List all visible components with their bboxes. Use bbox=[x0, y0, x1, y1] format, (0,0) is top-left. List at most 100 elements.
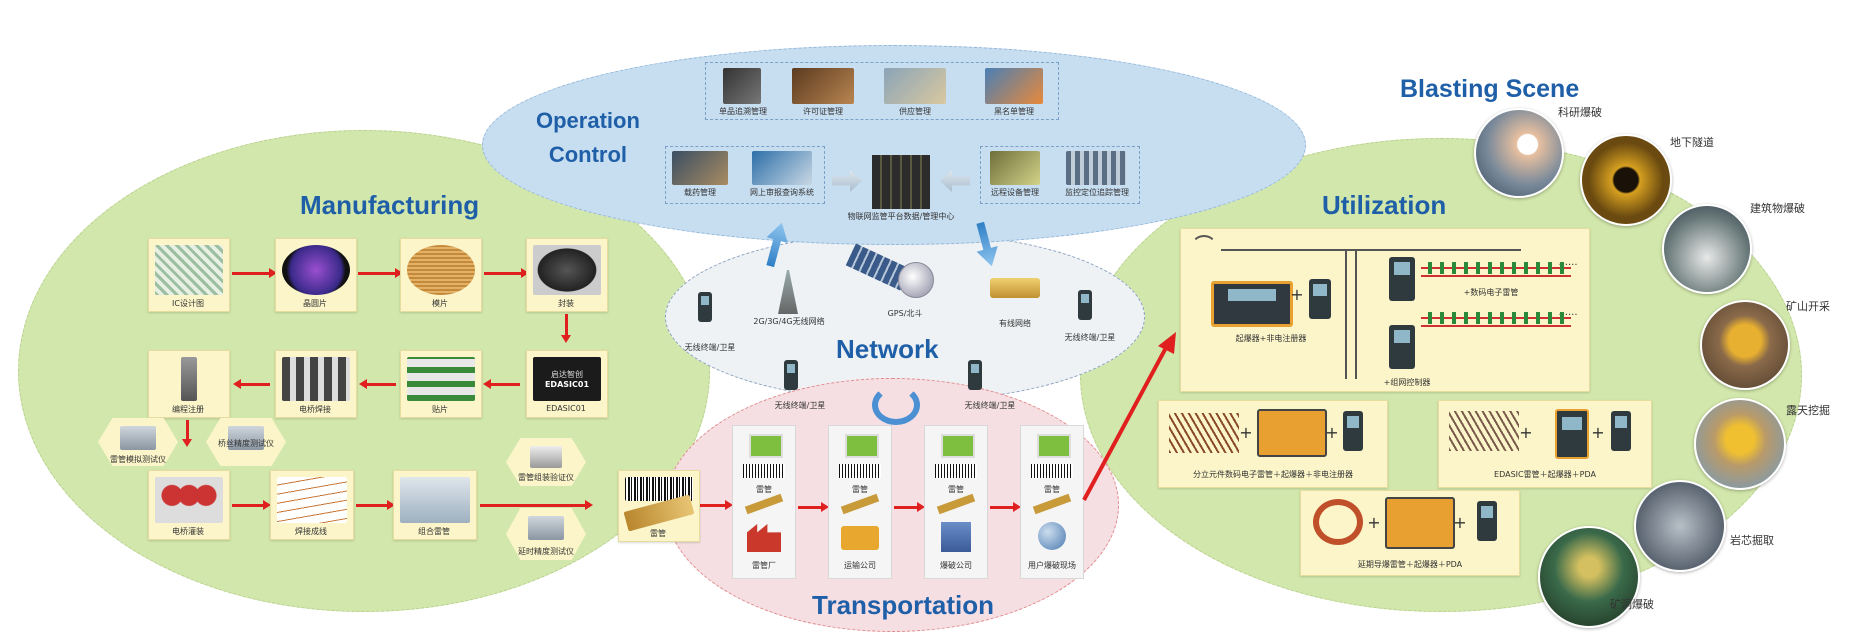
laptop-icon bbox=[845, 434, 879, 458]
scene-label-building: 建筑物爆破 bbox=[1750, 202, 1805, 215]
scene-open-pit bbox=[1694, 398, 1786, 490]
det-wire-3 bbox=[1421, 317, 1571, 319]
ic-design-icon bbox=[155, 245, 223, 295]
mfg-label-final-detonator: 雷管 bbox=[650, 529, 666, 538]
station-tag-4: 雷管 bbox=[1044, 485, 1060, 494]
network-label-wireless: 2G/3G/4G无线网络 bbox=[753, 317, 825, 326]
exploder-case-icon bbox=[1257, 409, 1327, 457]
network-controller-icon-1 bbox=[1389, 257, 1415, 301]
arrow-head bbox=[1158, 332, 1176, 354]
detonator-marker bbox=[1524, 262, 1528, 274]
network-terminal-4-icon bbox=[968, 360, 982, 390]
op-right-label-1: 远程设备管理 bbox=[991, 188, 1039, 197]
det-wire-2 bbox=[1421, 275, 1571, 277]
registrar-icon bbox=[1309, 279, 1331, 319]
op-right-label-2: 监控定位追踪管理 bbox=[1065, 188, 1129, 197]
mfg-label-combined-detonator: 组合雷管 bbox=[418, 527, 450, 536]
detonator-marker bbox=[1560, 262, 1564, 274]
wire-bundle-icon bbox=[1169, 413, 1239, 453]
programming-icon bbox=[181, 357, 197, 401]
detonator-marker bbox=[1476, 262, 1480, 274]
smt-icon bbox=[407, 357, 475, 401]
mfg-label-package: 封装 bbox=[558, 299, 574, 308]
transport-station-factory: 雷管 雷管厂 bbox=[732, 425, 796, 579]
factory-icon bbox=[747, 524, 781, 552]
transport-station-blasting-co: 雷管 爆破公司 bbox=[924, 425, 988, 579]
mfg-final-detonator bbox=[618, 470, 700, 542]
barcode-icon bbox=[743, 464, 785, 478]
scene-label-mining: 矿山开采 bbox=[1786, 300, 1830, 313]
combo2-plus-1: + bbox=[1519, 423, 1533, 442]
combo1-plus-2: + bbox=[1325, 423, 1339, 442]
detonator-icon bbox=[744, 493, 784, 515]
mfg-bridge-filling bbox=[148, 470, 230, 540]
mfg-label-die: 模片 bbox=[432, 299, 448, 308]
transport-arrow-1 bbox=[798, 502, 829, 512]
station-tag-1: 雷管 bbox=[756, 485, 772, 494]
detonator-icon bbox=[1032, 493, 1072, 515]
combo1-label: 分立元件数码电子雷管＋起爆器＋非电注册器 bbox=[1193, 470, 1353, 479]
scene-core-drilling bbox=[1634, 480, 1726, 572]
detonator-marker bbox=[1500, 262, 1504, 274]
op-photo-1 bbox=[723, 68, 761, 104]
mfg-smt bbox=[400, 350, 482, 418]
detonator-marker bbox=[1428, 312, 1432, 324]
barcode-icon bbox=[1031, 464, 1073, 478]
hex-bridge-precision-tester bbox=[206, 418, 286, 466]
laptop-icon bbox=[941, 434, 975, 458]
network-title: Network bbox=[836, 334, 939, 364]
op-photo-7 bbox=[990, 151, 1040, 185]
detonator-marker bbox=[1488, 312, 1492, 324]
transport-station-logistics: 雷管 运输公司 bbox=[828, 425, 892, 579]
detonator-marker bbox=[1536, 262, 1540, 274]
hex-label-assembly-verifier: 雷管组装验证仪 bbox=[518, 473, 574, 482]
mfg-label-smt: 贴片 bbox=[432, 405, 448, 414]
globe-icon bbox=[1038, 522, 1066, 550]
transportation-title: Transportation bbox=[812, 590, 995, 620]
bus-wire-1 bbox=[1345, 249, 1347, 379]
station-label-blasting-co: 爆破公司 bbox=[940, 561, 972, 570]
mfg-arrow-4 bbox=[233, 379, 270, 389]
operation-top-group bbox=[705, 62, 1059, 120]
satellite-dish-icon bbox=[898, 262, 934, 298]
operation-center-label: 物联网监管平台数据/管理中心 bbox=[847, 212, 955, 221]
scene-building-demolition bbox=[1662, 204, 1752, 294]
hex-assembly-verifier bbox=[506, 438, 586, 486]
station-tag-2: 雷管 bbox=[852, 485, 868, 494]
assembly-verifier-icon bbox=[530, 446, 562, 468]
laptop-icon bbox=[749, 434, 783, 458]
network-terminal-2-icon bbox=[1078, 290, 1092, 320]
network-label-gps: GPS/北斗 bbox=[887, 309, 923, 318]
wired-network-icon bbox=[990, 278, 1040, 298]
util-main-label-3: +组网控制器 bbox=[1383, 378, 1431, 387]
mfg-ic-design bbox=[148, 238, 230, 312]
network-terminal-1-icon bbox=[698, 292, 712, 322]
hex-label-sim-tester: 雷管模拟测试仪 bbox=[110, 455, 166, 464]
op-photo-3 bbox=[884, 68, 946, 104]
mfg-arrow-down-1 bbox=[561, 314, 571, 343]
util-combo-discrete: + + 分立元件数码电子雷管＋起爆器＋非电注册器 bbox=[1158, 400, 1388, 488]
mfg-arrow-3 bbox=[484, 268, 529, 278]
detonator-marker bbox=[1452, 262, 1456, 274]
network-terminal-3-label: 无线终端/卫星 bbox=[774, 401, 826, 410]
network-controller-icon-2 bbox=[1389, 325, 1415, 369]
combo3-label: 延期导爆雷管＋起爆器＋PDA bbox=[1357, 560, 1463, 569]
detonator-marker bbox=[1500, 312, 1504, 324]
bridge-filling-icon bbox=[155, 477, 223, 523]
op-left-label-2: 网上审报查询系统 bbox=[750, 188, 814, 197]
mfg-arrow-8 bbox=[356, 500, 395, 510]
exploder-case-icon bbox=[1385, 497, 1455, 549]
combo3-plus-2: + bbox=[1453, 513, 1467, 532]
die-icon bbox=[407, 245, 475, 295]
building-icon bbox=[941, 522, 971, 552]
barcode-icon bbox=[839, 464, 881, 478]
network-label-wired: 有线网络 bbox=[999, 319, 1031, 328]
hex-detonator-sim-tester bbox=[98, 418, 178, 466]
mfg-package bbox=[526, 238, 608, 312]
chip-logo-text: 启达智创 bbox=[551, 370, 583, 379]
util-main-system: + 起爆器+非电注册器 ...... ...... +数码电子雷管 +组网控制器 bbox=[1180, 228, 1590, 392]
pda-icon bbox=[1477, 501, 1497, 541]
package-icon bbox=[533, 245, 601, 295]
mfg-label-ic-design: IC设计图 bbox=[172, 299, 204, 308]
mfg-bridge-welding bbox=[275, 350, 357, 418]
